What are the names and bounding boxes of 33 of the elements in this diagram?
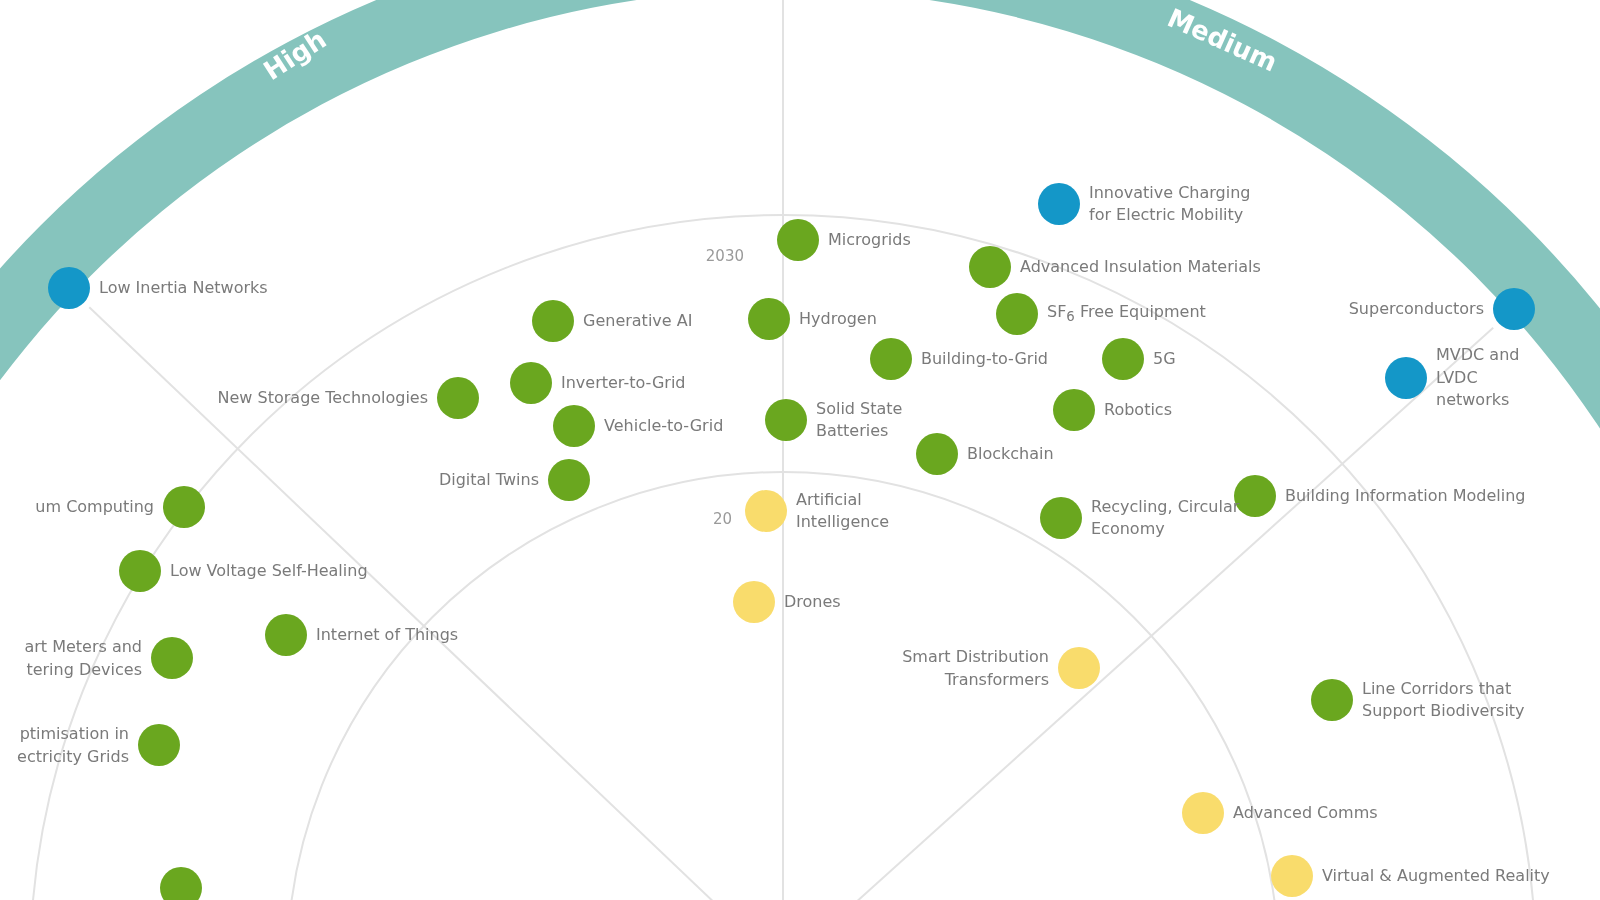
technology-label: Smart Distribution Transformers xyxy=(901,645,1049,691)
technology-label: Building-to-Grid xyxy=(921,347,1048,370)
technology-label: Artificial Intelligence xyxy=(796,488,891,533)
technology-label: Hydrogen xyxy=(799,307,877,330)
technology-label: Solid State Batteries xyxy=(816,397,904,442)
technology-label: Blockchain xyxy=(967,442,1054,465)
technology-label: Advanced Comms xyxy=(1233,801,1378,824)
technology-label: Recycling, Circular Economy xyxy=(1091,495,1241,540)
technology-label: Generative AI xyxy=(583,309,693,332)
technology-label: Robotics xyxy=(1104,398,1172,421)
technology-label: Superconductors xyxy=(1348,298,1484,321)
technology-label: Virtual & Augmented Reality xyxy=(1322,864,1550,887)
technology-label: Line Corridors that Support Biodiversity xyxy=(1362,677,1526,722)
technology-label: Advanced Insulation Materials xyxy=(1020,255,1261,278)
technology-label: New Storage Technologies xyxy=(217,387,428,410)
technology-label: Inverter-to-Grid xyxy=(561,371,686,394)
technology-label: Building Information Modeling xyxy=(1285,484,1526,507)
year-label: 20 xyxy=(712,510,732,528)
technology-label: Low Voltage Self-Healing xyxy=(170,559,368,582)
technology-label: SF$_{6}$ Free Equipment xyxy=(1047,301,1206,327)
technology-label: MVDC and LVDC networks xyxy=(1436,344,1521,412)
technology-label: art Meters and tering Devices xyxy=(23,635,142,681)
technology-label: um Computing xyxy=(35,496,154,519)
technology-label: Low Inertia Networks xyxy=(99,276,268,299)
technology-label: Internet of Things xyxy=(316,623,459,646)
technology-label: Digital Twins xyxy=(438,469,539,492)
technology-label: 5G xyxy=(1153,347,1176,370)
technology-label: Vehicle-to-Grid xyxy=(604,414,724,437)
technology-label: Microgrids xyxy=(828,228,911,251)
year-label: 2030 xyxy=(705,247,744,265)
technology-label: ptimisation in ectricity Grids xyxy=(16,722,129,768)
technology-label: Drones xyxy=(784,590,841,613)
technology-label: Innovative Charging for Electric Mobility xyxy=(1089,181,1252,226)
